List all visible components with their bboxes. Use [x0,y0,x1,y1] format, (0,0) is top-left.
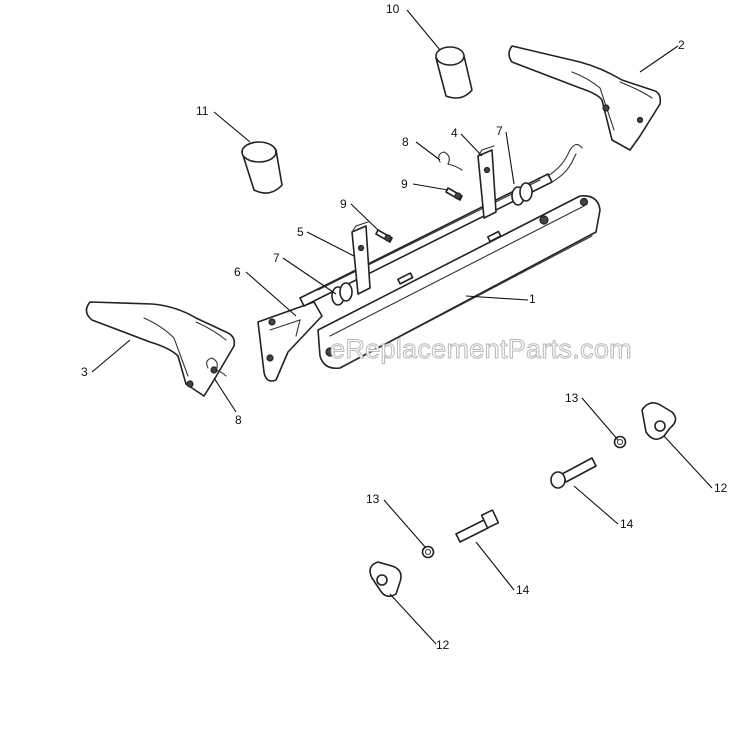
wing-knob-part-12a [641,402,677,440]
callout-3: 3 [81,365,88,379]
callout-labels: 10 2 11 8 4 7 9 9 5 7 6 1 3 8 13 12 14 1… [81,2,728,652]
callout-1: 1 [529,292,536,306]
callout-12-left: 12 [436,638,450,652]
wing-knob-part-12b [369,561,402,598]
callout-14-left: 14 [516,583,530,597]
callout-7-right: 7 [496,124,503,138]
handle-part-3 [85,301,236,397]
callout-6: 6 [234,265,241,279]
callout-12-right: 12 [714,481,728,495]
callout-13-right: 13 [565,391,579,405]
nut-part-13a [613,435,627,449]
callout-9-right: 9 [401,177,408,191]
plate-part-5 [351,221,371,295]
nut-part-13b [421,545,435,559]
washer-part-7a [331,282,353,306]
bracket-part-1 [257,194,601,382]
callout-5: 5 [297,225,304,239]
callout-10: 10 [386,2,400,16]
handle-part-2 [508,45,662,151]
callout-14-right: 14 [620,517,634,531]
knob-part-11 [241,141,283,194]
callout-9-left: 9 [340,197,347,211]
washer-part-7b [511,182,533,206]
knob-part-10 [435,46,473,99]
callout-4: 4 [451,126,458,140]
watermark-text: eReplacementParts.com [330,334,632,364]
callout-2: 2 [678,38,685,52]
pin-part-9b [445,187,463,201]
callout-8-top: 8 [402,135,409,149]
clip-part-8b [206,357,227,377]
clip-part-8a [438,151,463,171]
callout-7-left: 7 [273,251,280,265]
leader-lines [91,9,713,645]
callout-8-bottom: 8 [235,413,242,427]
callout-13-left: 13 [366,492,380,506]
pin-part-9a [375,229,393,243]
bolt-part-14b [455,509,500,543]
bolt-part-14a [550,457,597,489]
callout-11: 11 [196,104,209,118]
